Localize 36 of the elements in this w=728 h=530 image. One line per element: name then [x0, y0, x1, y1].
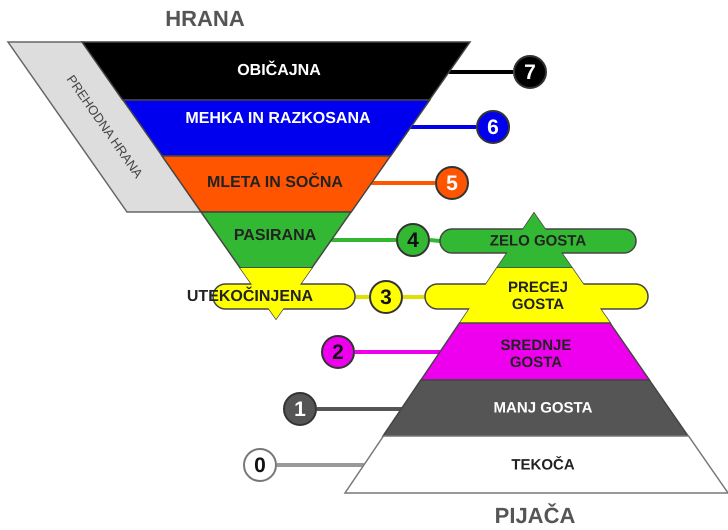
level-number-circle: 2	[321, 335, 355, 369]
food-level-band	[201, 212, 351, 268]
connector-line	[277, 463, 364, 467]
level-label: MEHKA IN RAZKOSANA	[184, 110, 372, 128]
connector-line	[331, 238, 396, 242]
connector-line	[355, 350, 440, 354]
level-number-circle: 1	[283, 392, 317, 426]
drink-level-band	[421, 323, 650, 380]
level-label: OBIČAJNA	[236, 62, 322, 80]
level-label: PRECEJ GOSTA	[506, 278, 570, 314]
level-label: TEKOČA	[510, 456, 576, 474]
level-label: MLETA IN SOČNA	[206, 174, 344, 192]
connector-line	[449, 70, 513, 74]
drink-level-band	[425, 268, 648, 323]
heading: HRANA	[164, 6, 246, 32]
drink-level-band	[440, 213, 636, 268]
connector-line	[430, 238, 440, 243]
connector-line	[403, 295, 425, 299]
connector-line	[317, 407, 402, 411]
level-number-circle: 5	[435, 166, 469, 200]
level-label: ZELO GOSTA	[488, 232, 588, 250]
level-number-circle: 7	[513, 55, 547, 89]
drink-level-band	[345, 436, 728, 493]
connector-line	[355, 295, 369, 299]
level-number-circle: 6	[476, 110, 510, 144]
level-label: PASIRANA	[232, 226, 318, 246]
connector-line	[371, 181, 435, 185]
level-number-circle: 4	[396, 223, 430, 257]
heading: PIJAČA	[494, 503, 576, 529]
drink-level-band	[383, 380, 689, 436]
level-number-circle: 0	[243, 448, 277, 482]
level-label: SREDNJE GOSTA	[500, 336, 572, 372]
level-number-circle: 3	[369, 280, 403, 314]
connector-line	[410, 125, 476, 129]
level-label: MANJ GOSTA	[492, 399, 594, 417]
food-level-band	[162, 156, 390, 212]
